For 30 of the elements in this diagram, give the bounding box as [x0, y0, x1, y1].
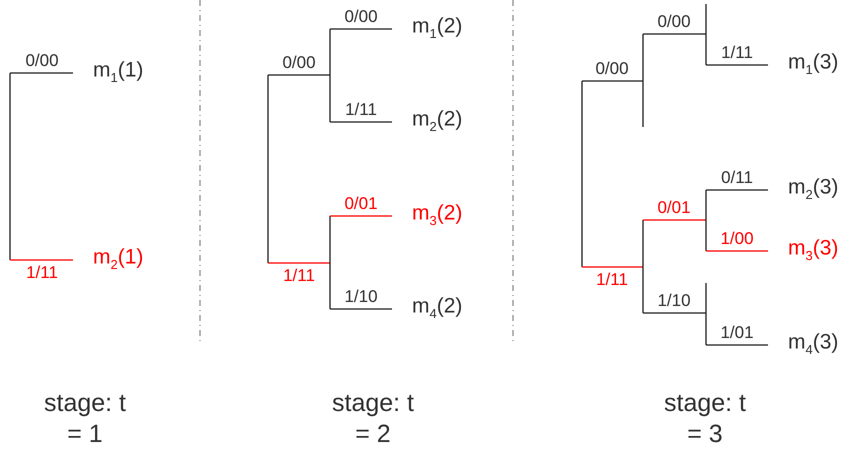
branch-label: 1/11	[283, 267, 315, 286]
state-label: m$_{2}$(2)	[412, 106, 462, 134]
branch-label: 0/00	[344, 8, 378, 27]
branch-label: 1/10	[657, 292, 691, 311]
branch-label: 0/00	[657, 13, 691, 32]
branch-label: 0/00	[282, 54, 316, 73]
state-label: m$_{1}$(3)	[788, 50, 838, 78]
branch-label: 1/11	[721, 44, 753, 63]
state-label: m$_{3}$(2)	[412, 200, 462, 228]
branch-label: 0/01	[657, 199, 691, 218]
branch-label: 0/00	[595, 60, 629, 79]
state-label: m$_{2}$(3)	[788, 174, 838, 202]
stage-caption: stage: t = 3	[663, 388, 747, 450]
stage-caption: stage: t = 1	[43, 388, 127, 450]
branch-label: 0/00	[25, 52, 59, 71]
branch-label: 1/01	[720, 324, 754, 343]
state-label: m$_{1}$(2)	[412, 14, 462, 42]
branch-label: 1/11	[596, 271, 628, 290]
state-label: m$_{2}$(1)	[93, 244, 144, 272]
branch-label: 1/11	[26, 264, 58, 283]
stage-caption: stage: t = 2	[331, 388, 415, 450]
state-label: m$_{4}$(2)	[412, 294, 462, 322]
branch-label: 1/10	[344, 288, 378, 307]
state-label: m$_{3}$(3)	[788, 236, 838, 264]
branch-label: 1/11	[345, 101, 377, 120]
branch-label: 0/11	[721, 169, 753, 188]
state-label: m$_{1}$(1)	[93, 58, 144, 86]
branch-label: 0/01	[344, 195, 378, 214]
state-label: m$_{4}$(3)	[788, 330, 838, 358]
branch-label: 1/00	[720, 230, 754, 249]
